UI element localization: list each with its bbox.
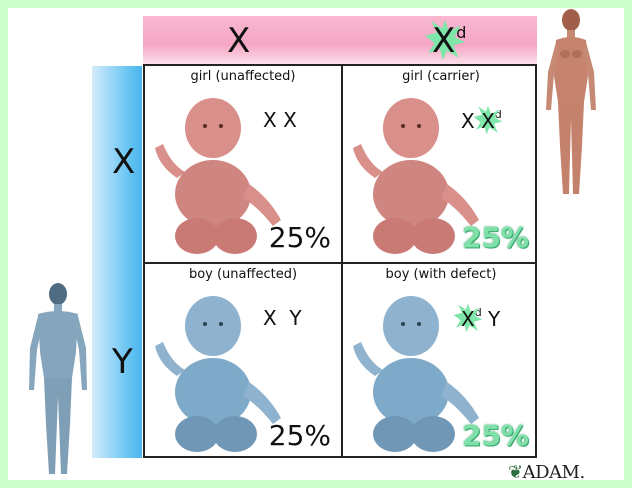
probability-value: 25%	[462, 224, 529, 252]
genotype-label: X Xd	[461, 108, 502, 133]
father-figure	[26, 280, 90, 480]
adam-logo: ❦ADAM.	[508, 462, 585, 483]
father-allele-bar	[92, 66, 142, 458]
punnett-square: girl (unaffected) X X 25% girl (carrier)…	[143, 64, 537, 458]
row-header-x: X	[112, 145, 135, 179]
genotype-label: Xd Y	[461, 306, 500, 331]
row-header-y: Y	[112, 345, 133, 379]
cell-title: girl (unaffected)	[145, 69, 341, 84]
probability-value: 25%	[269, 224, 331, 252]
genotype-label: X X	[263, 108, 297, 132]
probability-value: 25%	[269, 422, 331, 450]
cell-boy-with-defect: boy (with defect) Xd Y 25%	[343, 264, 539, 460]
cell-girl-unaffected: girl (unaffected) X X 25%	[145, 66, 341, 262]
cell-title: girl (carrier)	[343, 69, 539, 84]
cell-title: boy (unaffected)	[145, 267, 341, 282]
probability-value: 25%	[462, 422, 529, 450]
cell-title: boy (with defect)	[343, 267, 539, 282]
mother-figure	[540, 6, 602, 202]
cell-girl-carrier: girl (carrier) X Xd 25%	[343, 66, 539, 262]
cell-boy-unaffected: boy (unaffected) X Y 25%	[145, 264, 341, 460]
leaf-icon: ❦	[508, 462, 523, 483]
column-header-x: X	[227, 24, 250, 58]
genotype-label: X Y	[263, 306, 302, 330]
mother-allele-bar	[143, 16, 537, 64]
column-header-xd: Xd	[432, 24, 466, 58]
